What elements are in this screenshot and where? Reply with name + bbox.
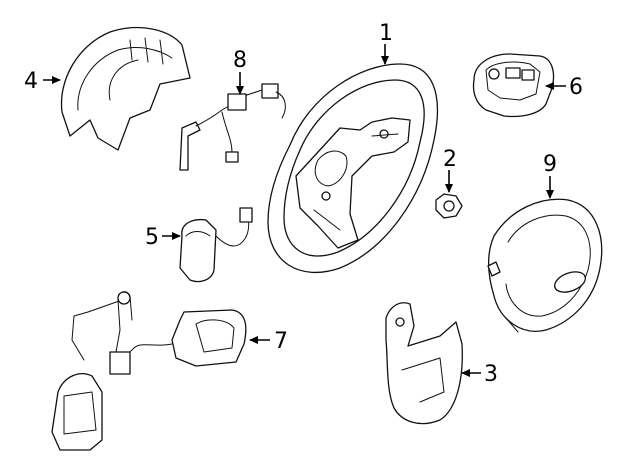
callout-5: 5 — [145, 225, 159, 250]
callout-2: 2 — [443, 147, 457, 172]
switch-assembly-part — [51, 291, 247, 451]
callout-9: 9 — [543, 152, 557, 177]
nut-part — [435, 193, 463, 219]
callout-3: 3 — [484, 362, 498, 387]
callout-7: 7 — [274, 329, 288, 354]
leader-lines — [43, 44, 566, 377]
wiring-harness-part — [179, 83, 286, 171]
callout-6: 6 — [569, 75, 583, 100]
switch-module-part — [472, 53, 555, 118]
callout-4: 4 — [24, 69, 38, 94]
airbag-module-part — [487, 198, 603, 333]
callout-8: 8 — [233, 48, 247, 73]
steering-wheel-part — [267, 63, 438, 273]
callout-1: 1 — [379, 21, 393, 46]
switch-part — [179, 207, 253, 283]
column-cover-part — [60, 26, 191, 151]
lower-cover-part — [385, 302, 463, 425]
